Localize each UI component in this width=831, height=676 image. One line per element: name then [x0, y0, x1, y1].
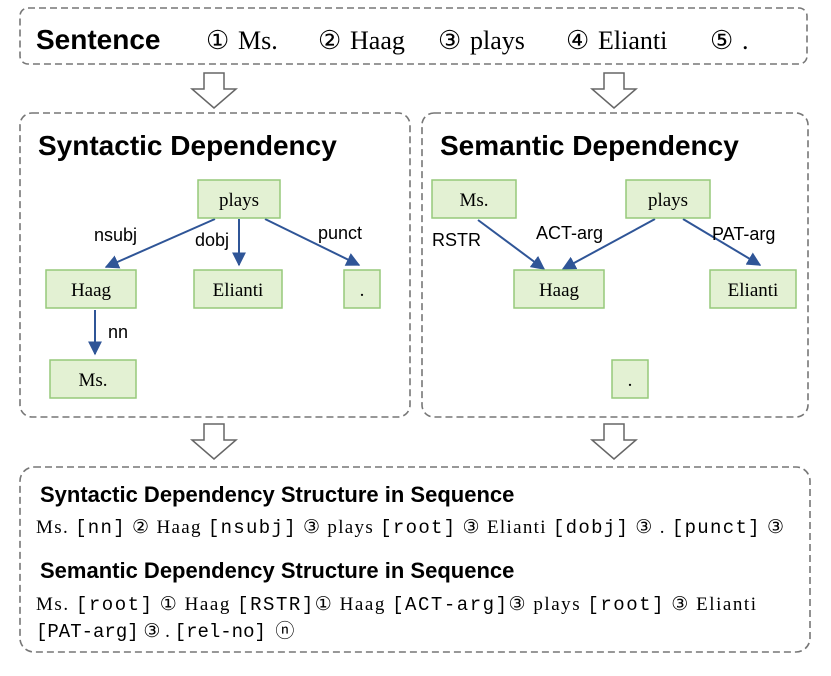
sequence-head-index: ③	[761, 517, 784, 538]
sequence-head-index: ③	[456, 517, 485, 538]
syntactic-edges	[88, 218, 361, 356]
sequence-head-index: ②	[126, 517, 155, 538]
sequence-head-index: ③	[139, 621, 166, 642]
sequence-word: Ms.	[36, 517, 74, 538]
sentence-label: Sentence	[36, 24, 161, 55]
token-index: ①	[206, 26, 229, 55]
token-word: .	[742, 26, 749, 55]
sequence-word: Elianti	[487, 517, 552, 538]
flow-arrow-down-icon	[589, 72, 639, 109]
semantic-edges	[477, 218, 762, 270]
syn-node-haag-box	[45, 269, 137, 309]
edge-label-dobj: dobj	[195, 230, 229, 250]
sem-node-plays: plays	[648, 190, 688, 211]
edge-act-arg	[561, 218, 656, 270]
sequence-tag: [dobj]	[553, 517, 628, 539]
sequence-word: Haag	[340, 594, 391, 615]
sequence-word: plays	[327, 517, 378, 538]
syntactic-nodes: plays Haag Elianti . Ms.	[45, 179, 381, 399]
semantic-nodes: Ms. plays Haag Elianti .	[431, 179, 797, 399]
sem-node-ms: Ms.	[459, 190, 488, 211]
syn-node-elianti: Elianti	[213, 280, 264, 301]
semantic-title: Semantic Dependency	[440, 130, 739, 161]
syn-node-plays: plays	[219, 190, 259, 211]
token-word: Ms.	[238, 26, 278, 55]
sequence-word: Haag	[185, 594, 236, 615]
sequence-head-index: ③	[297, 517, 326, 538]
sequence-tag: [nsubj]	[208, 517, 296, 539]
token-index: ②	[318, 26, 341, 55]
syn-node-ms: Ms.	[78, 370, 107, 391]
sem-node-period: .	[628, 370, 633, 391]
semantic-sequence-heading: Semantic Dependency Structure in Sequenc…	[40, 558, 514, 583]
edge-label-pat-arg: PAT-arg	[712, 224, 775, 244]
edge-pat-arg	[682, 218, 762, 266]
sequence-tag: [punct]	[672, 517, 760, 539]
edge-nsubj	[104, 218, 216, 269]
sequence-panel	[19, 466, 811, 653]
sequence-tag: [PAT-arg]	[36, 621, 139, 643]
syn-node-period: .	[360, 280, 365, 301]
syn-node-elianti-box	[193, 269, 283, 309]
edge-label-act-arg: ACT-arg	[536, 223, 603, 243]
syntactic-sequence-line: Ms. [nn] ② Haag [nsubj] ③ plays [root] ③…	[36, 517, 784, 539]
token-index: ④	[566, 26, 589, 55]
sem-node-haag-box	[513, 269, 605, 309]
sequence-word: Ms.	[36, 594, 74, 615]
sem-node-plays-box	[625, 179, 711, 219]
semantic-panel	[421, 112, 809, 418]
sem-node-elianti: Elianti	[728, 280, 779, 301]
sentence-panel	[19, 7, 808, 65]
edge-label-nsubj: nsubj	[94, 225, 137, 245]
syn-node-plays-box	[197, 179, 281, 219]
sequence-word: .	[165, 621, 175, 642]
sem-node-elianti-box	[709, 269, 797, 309]
semantic-edge-labels: RSTR ACT-arg PAT-arg	[432, 223, 775, 250]
sequence-tag: [ACT-arg]	[392, 594, 507, 616]
flow-arrow-down-icon	[189, 423, 239, 460]
token-word: Elianti	[598, 26, 667, 55]
edge-label-rstr: RSTR	[432, 230, 481, 250]
sequence-tag: [root]	[380, 517, 455, 539]
syn-node-ms-box	[49, 359, 137, 399]
edge-label-nn: nn	[108, 322, 128, 342]
token-index: ③	[438, 26, 461, 55]
flow-arrow-down-icon	[189, 72, 239, 109]
sequence-tag: [RSTR]	[237, 594, 313, 616]
edge-punct	[264, 218, 361, 266]
sem-node-period-box	[611, 359, 649, 399]
edge-rstr	[477, 219, 546, 270]
sequence-word: plays	[533, 594, 586, 615]
sem-node-ms-box	[431, 179, 517, 219]
token-word: plays	[470, 26, 525, 55]
syn-node-haag: Haag	[71, 280, 112, 301]
semantic-sequence-line-1: Ms. [root] ① Haag [RSTR]① Haag [ACT-arg]…	[36, 594, 756, 616]
sequence-head-index: ①	[315, 594, 338, 615]
syntactic-sequence-heading: Syntactic Dependency Structure in Sequen…	[40, 482, 514, 507]
sequence-tag: [nn]	[75, 517, 125, 539]
sequence-tag: [root]	[76, 594, 152, 616]
sentence-tokens: ① Ms. ② Haag ③ plays ④ Elianti ⑤ .	[206, 26, 749, 55]
syntactic-edge-labels: nsubj dobj punct nn	[94, 223, 362, 342]
sequence-word: Haag	[156, 517, 206, 538]
semantic-sequence-line-2: [PAT-arg] ③ . [rel-no] ⓝ	[36, 620, 294, 643]
sequence-head-index: ⓝ	[266, 620, 295, 642]
sem-node-haag: Haag	[539, 280, 580, 301]
syntactic-title: Syntactic Dependency	[38, 130, 337, 161]
sequence-tag: [rel-no]	[175, 621, 266, 643]
sequence-word: Elianti	[696, 594, 756, 615]
sequence-head-index: ③	[665, 594, 695, 615]
sequence-head-index: ③	[629, 517, 658, 538]
flow-arrow-down-icon	[589, 423, 639, 460]
token-word: Haag	[350, 26, 405, 55]
sequence-head-index: ③	[509, 594, 532, 615]
syn-node-period-box	[343, 269, 381, 309]
sequence-head-index: ①	[154, 594, 184, 615]
token-index: ⑤	[710, 26, 733, 55]
sequence-word: .	[660, 517, 671, 538]
syntactic-panel	[19, 112, 411, 418]
edge-label-punct: punct	[318, 223, 362, 243]
sequence-tag: [root]	[587, 594, 663, 616]
